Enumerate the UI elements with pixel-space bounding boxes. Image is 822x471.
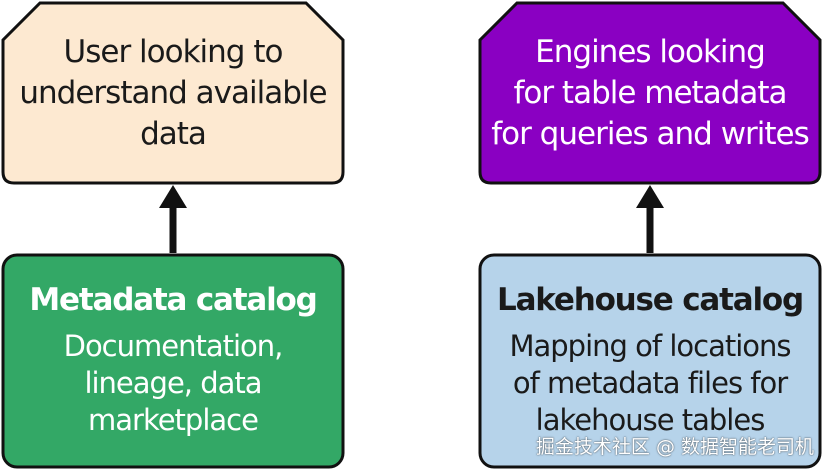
top-right-line-1: Engines looking xyxy=(535,33,766,70)
top-right-box-text: Engines looking for table metadata for q… xyxy=(480,32,820,154)
bottom-left-box-text: Metadata catalog Documentation, lineage,… xyxy=(3,278,343,439)
top-left-box xyxy=(1,1,345,185)
bottom-left-box xyxy=(1,253,345,469)
bottom-right-line-3: lakehouse tables xyxy=(535,403,766,437)
top-right-line-2: for table metadata xyxy=(513,74,787,111)
bottom-left-line-2: lineage, data xyxy=(84,366,262,400)
top-left-line-2: understand available xyxy=(19,74,327,111)
top-left-line-1: User looking to xyxy=(63,33,284,70)
top-left-box-text: User looking to understand available dat… xyxy=(3,32,343,154)
top-left-line-3: data xyxy=(140,115,207,152)
top-right-line-3: for queries and writes xyxy=(491,115,810,152)
bottom-left-line-3: marketplace xyxy=(88,403,259,437)
left-arrow-head xyxy=(159,185,187,208)
bottom-right-line-2: of metadata files for xyxy=(512,366,788,400)
lakehouse-catalog-title: Lakehouse catalog xyxy=(497,282,804,318)
bottom-left-line-1: Documentation, xyxy=(63,329,284,363)
bottom-right-box xyxy=(478,253,822,469)
right-arrow-head xyxy=(636,185,664,208)
top-right-box xyxy=(478,1,822,185)
bottom-right-line-1: Mapping of locations xyxy=(509,329,791,363)
bottom-right-box-text: Lakehouse catalog Mapping of locations o… xyxy=(480,278,820,439)
metadata-catalog-title: Metadata catalog xyxy=(29,282,317,318)
watermark-text: 掘金技术社区 @ 数据智能老司机 xyxy=(535,436,814,458)
